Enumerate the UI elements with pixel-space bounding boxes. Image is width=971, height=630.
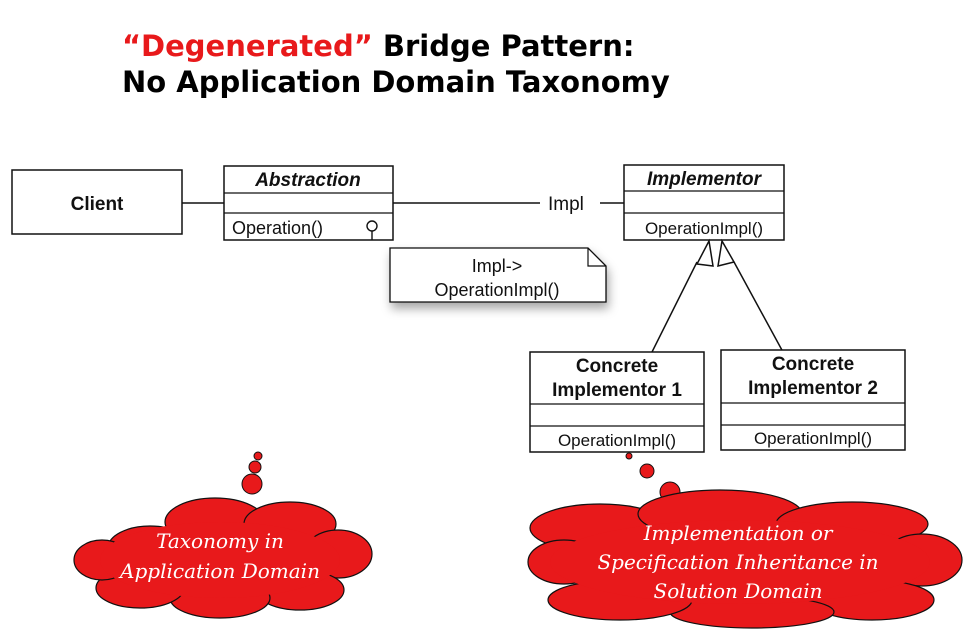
right-cloud-line-3: Solution Domain bbox=[654, 579, 823, 603]
concrete-1-name-line-1: Concrete bbox=[576, 356, 658, 377]
implementor-class-box: Implementor OperationImpl() bbox=[623, 164, 785, 241]
concrete-1-name-line-2: Implementor 1 bbox=[552, 380, 682, 401]
note-line-2: OperationImpl() bbox=[434, 280, 559, 300]
implementor-operation: OperationImpl() bbox=[645, 219, 763, 238]
right-cloud-line-1: Implementation or bbox=[643, 521, 834, 545]
title-line-1-rest: Bridge Pattern: bbox=[372, 29, 635, 63]
title-line-2: No Application Domain Taxonomy bbox=[122, 65, 670, 99]
abstraction-name: Abstraction bbox=[254, 170, 361, 191]
client-class-box: Client bbox=[11, 169, 183, 235]
generalization-arrowhead-icon bbox=[695, 238, 714, 267]
slide-title: “Degenerated” Bridge Pattern: No Applica… bbox=[122, 28, 670, 100]
title-line-1: “Degenerated” Bridge Pattern: bbox=[122, 28, 670, 64]
abstraction-operation: Operation() bbox=[232, 218, 323, 238]
right-thought-cloud bbox=[527, 489, 963, 629]
concrete-implementor-1-box: Concrete Implementor 1 OperationImpl() bbox=[529, 351, 705, 453]
impl-association-label: Impl bbox=[548, 194, 584, 215]
left-thought-cloud bbox=[73, 497, 373, 619]
inheritance-arrows bbox=[651, 238, 784, 353]
concrete-implementor-2-box: Concrete Implementor 2 OperationImpl() bbox=[720, 349, 906, 451]
title-highlight: “Degenerated” bbox=[122, 29, 373, 63]
client-label: Client bbox=[71, 194, 124, 215]
right-cloud-line-2: Specification Inheritance in bbox=[597, 550, 878, 574]
left-cloud-line-2: Application Domain bbox=[118, 559, 320, 583]
concrete-2-operation: OperationImpl() bbox=[754, 429, 872, 448]
abstraction-class-box: Abstraction Operation() bbox=[223, 165, 394, 241]
left-thought-dots bbox=[241, 451, 263, 495]
implementor-name: Implementor bbox=[647, 169, 763, 190]
implementation-note bbox=[389, 247, 607, 303]
left-cloud-line-1: Taxonomy in bbox=[156, 529, 284, 553]
concrete-1-operation: OperationImpl() bbox=[558, 431, 676, 450]
concrete-2-name-line-2: Implementor 2 bbox=[748, 378, 878, 399]
generalization-arrowhead-icon bbox=[717, 238, 736, 268]
concrete-2-name-line-1: Concrete bbox=[772, 354, 854, 375]
note-line-1: Impl-> bbox=[472, 256, 523, 276]
